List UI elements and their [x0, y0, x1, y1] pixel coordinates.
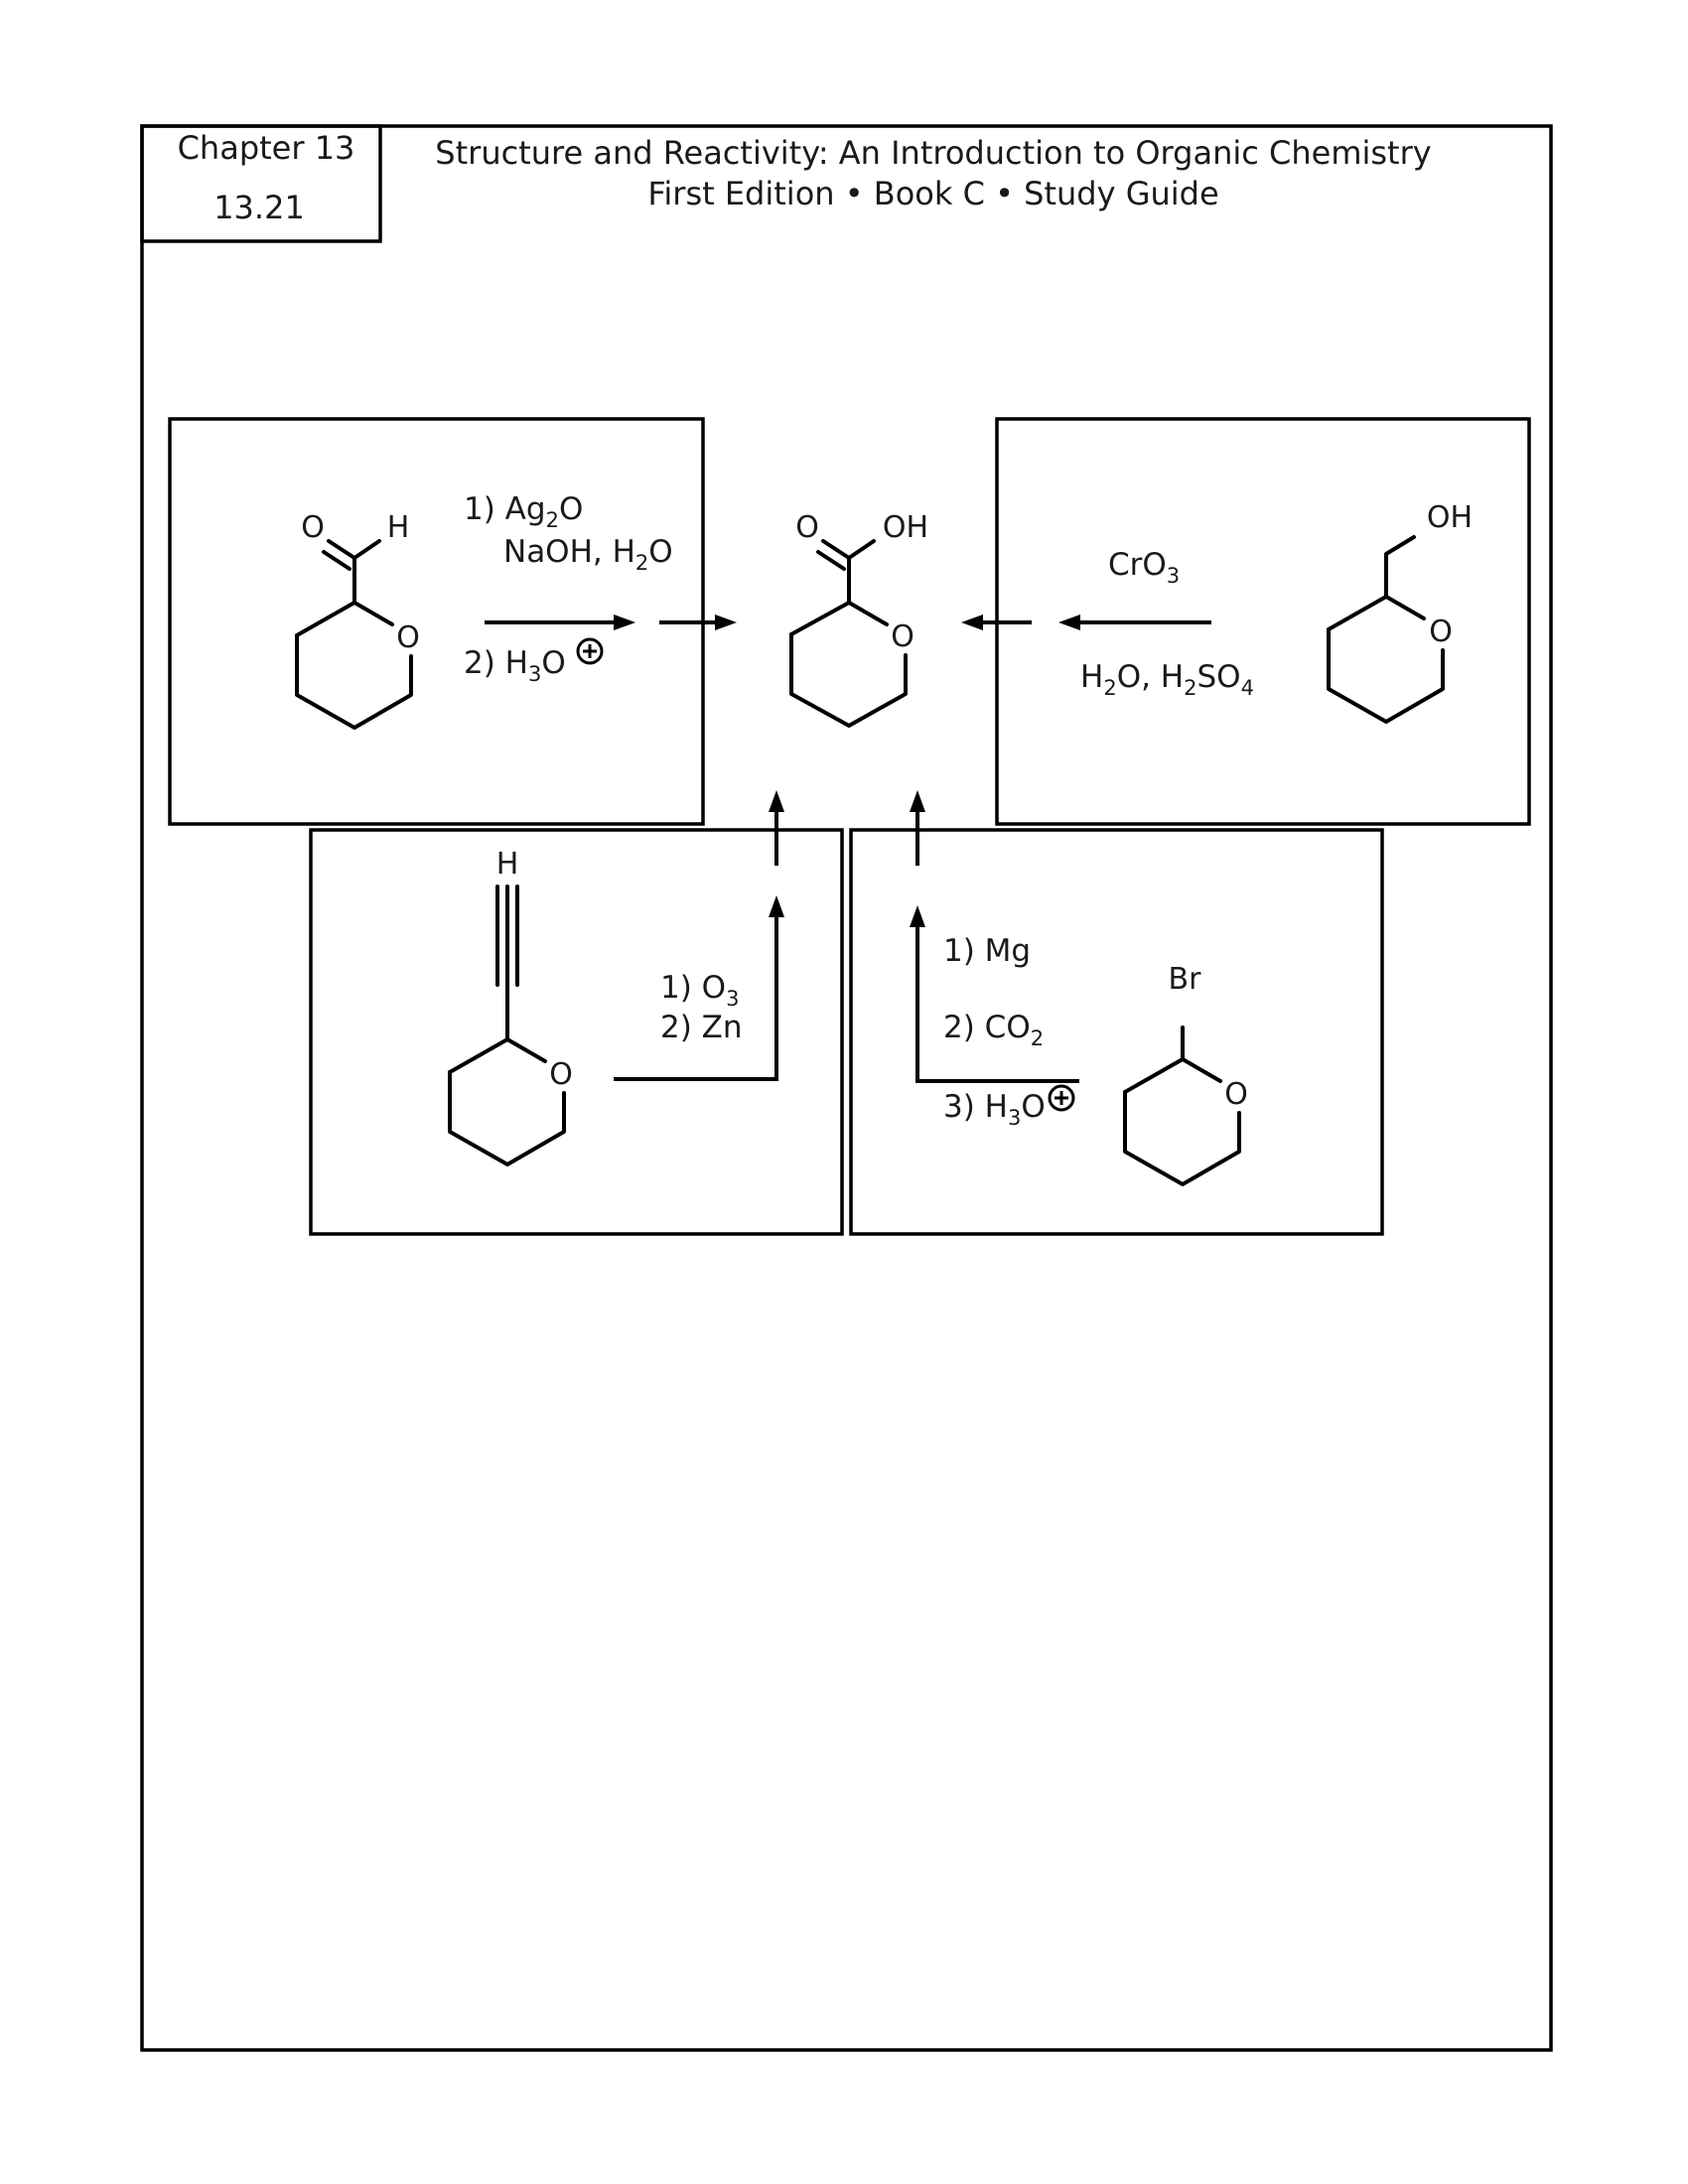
aldehyde-ring-oxygen: O — [396, 620, 420, 655]
alkyne-ring-oxygen: O — [549, 1057, 573, 1092]
book-subtitle: First Edition • Book C • Study Guide — [647, 175, 1218, 212]
product-molecule: O O OH — [789, 510, 928, 728]
book-title: Structure and Reactivity: An Introductio… — [435, 134, 1431, 172]
product-ring-oxygen: O — [891, 619, 914, 654]
aldehyde-step1-conditions: NaOH, H2O — [503, 534, 673, 575]
alkyne-step1: 1) O3 — [660, 970, 739, 1011]
page-border — [140, 124, 1553, 2052]
chapter-label: Chapter 13 — [178, 129, 355, 167]
bromine-atom: Br — [1169, 962, 1202, 997]
alkyne-route-box — [309, 828, 844, 1236]
alcohol-conditions: H2O, H2SO4 — [1080, 659, 1254, 700]
product-hydroxyl: OH — [883, 510, 928, 545]
grignard-step2: 2) CO2 — [943, 1010, 1044, 1050]
bromide-molecule: O Br — [1123, 962, 1248, 1186]
alcohol-arrow — [961, 614, 1211, 630]
grignard-positive-charge — [1048, 1084, 1075, 1112]
grignard-arrow — [910, 790, 1079, 1083]
alcohol-ring-oxygen: O — [1429, 614, 1453, 649]
aldehyde-step1: 1) Ag2O — [464, 491, 583, 532]
product-carbonyl-oxygen: O — [795, 510, 819, 545]
aldehyde-arrow — [485, 614, 737, 630]
chapter-box — [140, 124, 382, 243]
aldehyde-molecule: O O H — [295, 510, 420, 730]
grignard-step3: 3) H3O — [943, 1089, 1046, 1130]
alkyne-terminal-hydrogen: H — [496, 847, 519, 882]
alcohol-reagent: CrO3 — [1108, 547, 1180, 588]
grignard-step1: 1) Mg — [943, 933, 1031, 969]
alkyne-molecule: O H — [448, 847, 573, 1166]
bromide-ring-oxygen: O — [1224, 1077, 1248, 1112]
aldehyde-positive-charge — [576, 637, 604, 665]
alcohol-hydroxyl: OH — [1427, 500, 1473, 535]
problem-number: 13.21 — [213, 189, 305, 226]
aldehyde-carbonyl-oxygen: O — [301, 510, 325, 545]
alkyne-arrow — [614, 790, 784, 1081]
alkyne-step2: 2) Zn — [660, 1010, 743, 1045]
grignard-route-box — [849, 828, 1384, 1236]
alcohol-molecule: O OH — [1327, 500, 1473, 724]
aldehyde-step2: 2) H3O — [464, 645, 566, 686]
aldehyde-hydrogen: H — [387, 510, 410, 545]
